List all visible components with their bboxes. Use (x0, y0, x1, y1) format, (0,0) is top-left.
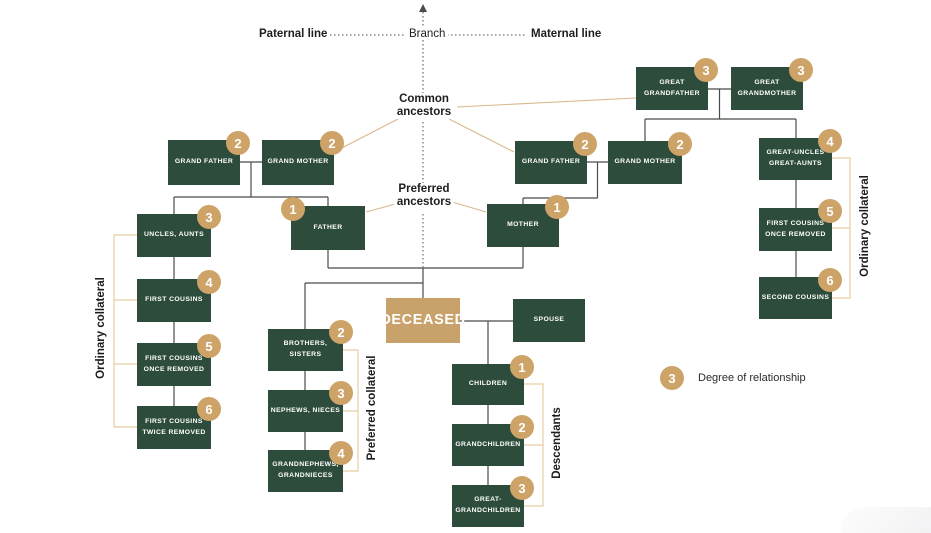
node-grandnephews-grandnieces: 4 GRANDNEPHEWS, GRANDNIECES (268, 441, 353, 492)
branch-axis-arrow-icon (419, 4, 427, 12)
degree-badge: 5 (818, 199, 842, 223)
degree-badge: 2 (226, 131, 250, 155)
node-children: 1 CHILDREN (452, 355, 534, 405)
degree-badge: 3 (329, 381, 353, 405)
node-maternal-grandfather: 2 GRAND FATHER (515, 132, 597, 184)
dotted-axis-lines (322, 12, 526, 267)
node-first-cousins-once-removed-right: 5 FIRST COUSINS ONCE REMOVED (759, 199, 842, 251)
node-mother: 1 MOTHER (487, 195, 569, 247)
degree-badge: 4 (329, 441, 353, 465)
common-ancestors-label: Common ancestors (393, 93, 455, 120)
node-grandchildren: 2 GRANDCHILDREN (452, 415, 534, 466)
ordinary-collateral-left-label: Ordinary collateral (95, 277, 107, 379)
degree-badge: 3 (694, 58, 718, 82)
degree-badge: 2 (668, 132, 692, 156)
page-corner-artifact (841, 507, 931, 533)
preferred-collateral-label: Preferred collateral (366, 355, 378, 461)
degree-badge: 2 (510, 415, 534, 439)
node-great-grandchildren: 3 GREAT- GRANDCHILDREN (452, 476, 534, 527)
degree-badge: 2 (320, 131, 344, 155)
node-paternal-grandfather: 2 GRAND FATHER (168, 131, 250, 185)
node-first-cousins-twice-removed: 6 FIRST COUSINS TWICE REMOVED (137, 397, 221, 449)
degree-badge: 5 (197, 334, 221, 358)
tan-group-brackets (113, 157, 851, 507)
tan-pointer-lines (333, 97, 637, 213)
node-great-grandfather: 3 GREAT GRANDFATHER (636, 58, 718, 110)
node-spouse: SPOUSE (513, 299, 585, 342)
node-second-cousins: 6 SECOND COUSINS (759, 268, 842, 319)
degree-badge: 4 (818, 129, 842, 153)
node-great-grandmother: 3 GREAT GRANDMOTHER (731, 58, 813, 110)
node-brothers-sisters: 2 BROTHERS, SISTERS (268, 320, 353, 371)
node-first-cousins: 4 FIRST COUSINS (137, 270, 221, 322)
descendants-label: Descendants (551, 407, 563, 479)
node-maternal-grandmother: 2 GRAND MOTHER (608, 132, 692, 184)
branch-label: Branch (406, 28, 449, 40)
degree-badge: 3 (197, 205, 221, 229)
degree-badge: 1 (281, 197, 305, 221)
degree-badge: 6 (818, 268, 842, 292)
degree-badge: 1 (510, 355, 534, 379)
degree-badge: 2 (329, 320, 353, 344)
legend-degree-badge: 3 (660, 366, 684, 390)
node-paternal-grandmother: 2 GRAND MOTHER (262, 131, 344, 185)
degree-badge: 4 (197, 270, 221, 294)
node-uncles-aunts: 3 UNCLES, AUNTS (137, 205, 221, 257)
maternal-line-label: Maternal line (528, 28, 605, 40)
degree-badge: 3 (789, 58, 813, 82)
paternal-line-label: Paternal line (256, 28, 331, 40)
node-nephews-nieces: 3 NEPHEWS, NIECES (268, 381, 353, 432)
node-father: 1 FATHER (281, 197, 365, 250)
degree-badge: 6 (197, 397, 221, 421)
node-great-uncles-aunts: 4 GREAT-UNCLES GREAT-AUNTS (759, 129, 842, 180)
legend: 3 Degree of relationship (660, 366, 806, 390)
ordinary-collateral-right-label: Ordinary collateral (859, 175, 871, 277)
degree-badge: 3 (510, 476, 534, 500)
node-deceased: DECEASED (380, 298, 465, 343)
degree-badge: 1 (545, 195, 569, 219)
legend-label: Degree of relationship (698, 372, 806, 384)
node-first-cousins-once-removed-left: 5 FIRST COUSINS ONCE REMOVED (137, 334, 221, 386)
degree-badge: 2 (573, 132, 597, 156)
preferred-ancestors-label: Preferred ancestors (393, 183, 455, 210)
